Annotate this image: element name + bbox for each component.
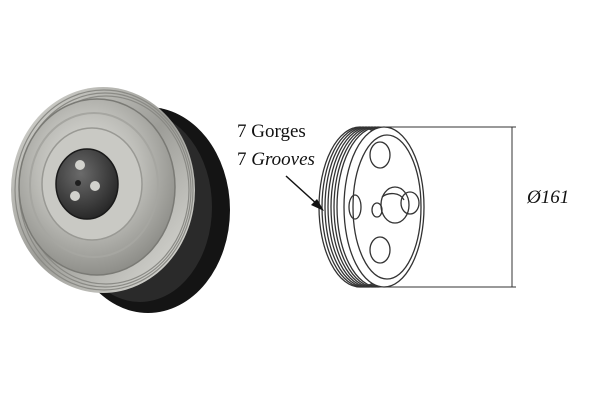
- drawing-hole: [369, 141, 391, 169]
- hub-hole: [90, 181, 100, 191]
- hub-hole: [70, 191, 80, 201]
- dimension-lines: [384, 126, 516, 288]
- drawing-hole: [348, 194, 362, 220]
- diameter-label: Ø161: [527, 187, 570, 208]
- pulley-drawing: [318, 126, 425, 288]
- grooves-word: Grooves: [251, 149, 315, 170]
- grooves-label: 7 Grooves: [237, 150, 315, 169]
- hub: [56, 149, 118, 219]
- drawing-face: [343, 126, 425, 288]
- pulley-photo: [11, 87, 230, 313]
- grooves-count: 7: [237, 149, 252, 170]
- hub-hole: [75, 160, 85, 170]
- drawing-hole: [369, 236, 391, 264]
- pointer-arrow: [285, 175, 324, 211]
- gorges-label: 7 Gorges: [237, 121, 306, 142]
